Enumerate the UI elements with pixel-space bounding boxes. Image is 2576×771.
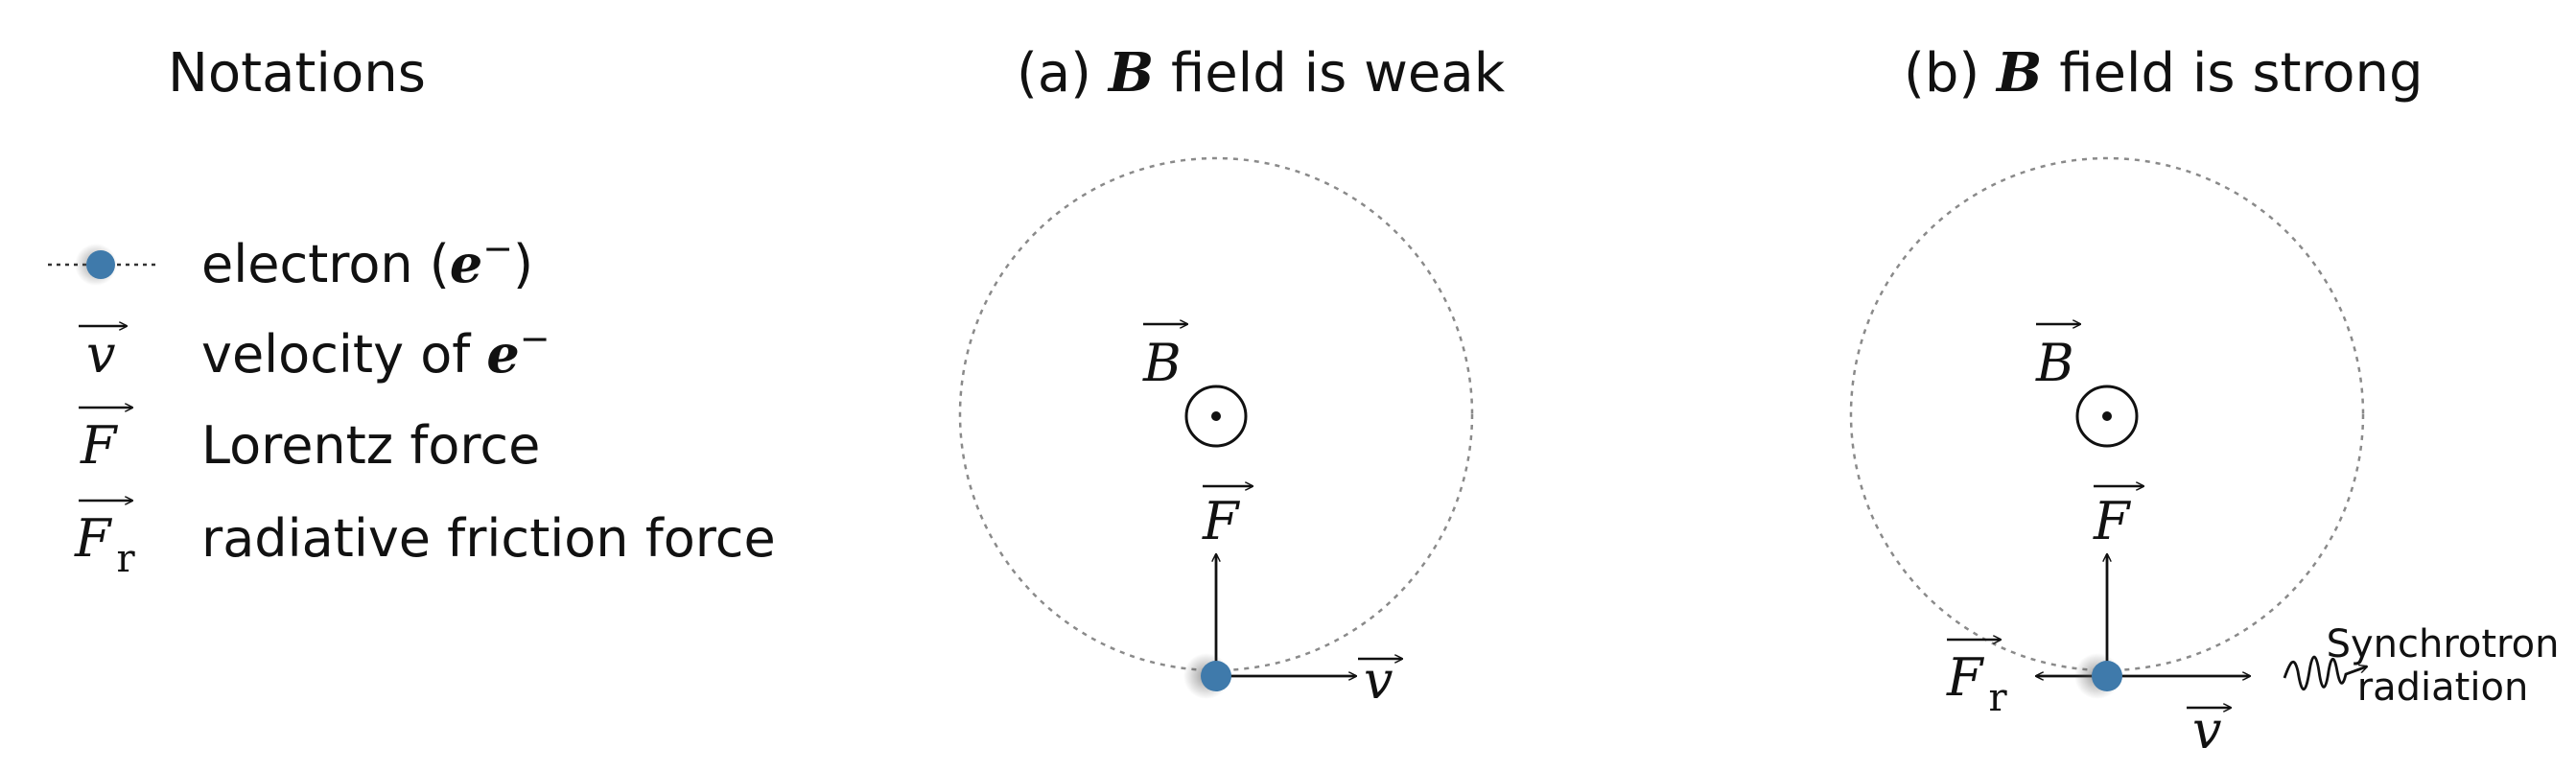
electron-dot bbox=[86, 250, 115, 279]
panel-b-force-symbol: F bbox=[2093, 486, 2143, 551]
svg-text:F: F bbox=[80, 415, 119, 476]
synchrotron-wave-icon bbox=[2283, 655, 2367, 691]
panel-b-velocity-symbol: v bbox=[2187, 700, 2231, 760]
panel-a-field-out-icon bbox=[1184, 385, 1248, 448]
svg-text:v: v bbox=[2192, 700, 2222, 760]
svg-text:B: B bbox=[2035, 333, 2074, 393]
svg-text:B: B bbox=[1142, 333, 1182, 393]
panel-b-title: (b) B field is strong bbox=[1904, 41, 2424, 105]
panel-a-field-symbol: B bbox=[1142, 324, 1187, 393]
svg-text:F: F bbox=[1202, 491, 1241, 551]
panel-b-electron bbox=[2074, 653, 2122, 699]
panel-b-field-out-icon bbox=[2075, 385, 2139, 448]
panel-a-force-symbol: F bbox=[1202, 486, 1253, 551]
svg-text:F: F bbox=[2093, 491, 2132, 551]
svg-text:Fr: Fr bbox=[1946, 647, 2007, 720]
svg-text:v: v bbox=[86, 324, 116, 385]
panel-a-title: (a) B field is weak bbox=[1017, 41, 1506, 105]
radiation-label-line1: Synchrotron bbox=[2327, 622, 2560, 666]
legend-velocity-symbol: v bbox=[79, 324, 127, 385]
legend-lorentz-label: Lorentz force bbox=[201, 415, 540, 476]
notations-title: Notations bbox=[168, 42, 426, 105]
legend-velocity-label: velocity of e− bbox=[201, 317, 550, 385]
svg-text:v: v bbox=[1364, 650, 1393, 711]
panel-b-field-symbol: B bbox=[2035, 324, 2080, 393]
panel-a-electron bbox=[1183, 653, 1231, 699]
svg-text:Fr: Fr bbox=[74, 508, 135, 581]
legend-electron-symbol bbox=[48, 244, 158, 286]
legend-electron-label: electron (e−) bbox=[201, 227, 533, 294]
radiation-label-line2: radiation bbox=[2357, 666, 2529, 710]
legend-lorentz-symbol: F bbox=[79, 408, 132, 476]
panel-a-velocity-symbol: v bbox=[1358, 650, 1402, 711]
panel-a: (a) B field is weak B F v bbox=[958, 41, 1506, 711]
legend-friction-label: radiative friction force bbox=[201, 508, 776, 569]
